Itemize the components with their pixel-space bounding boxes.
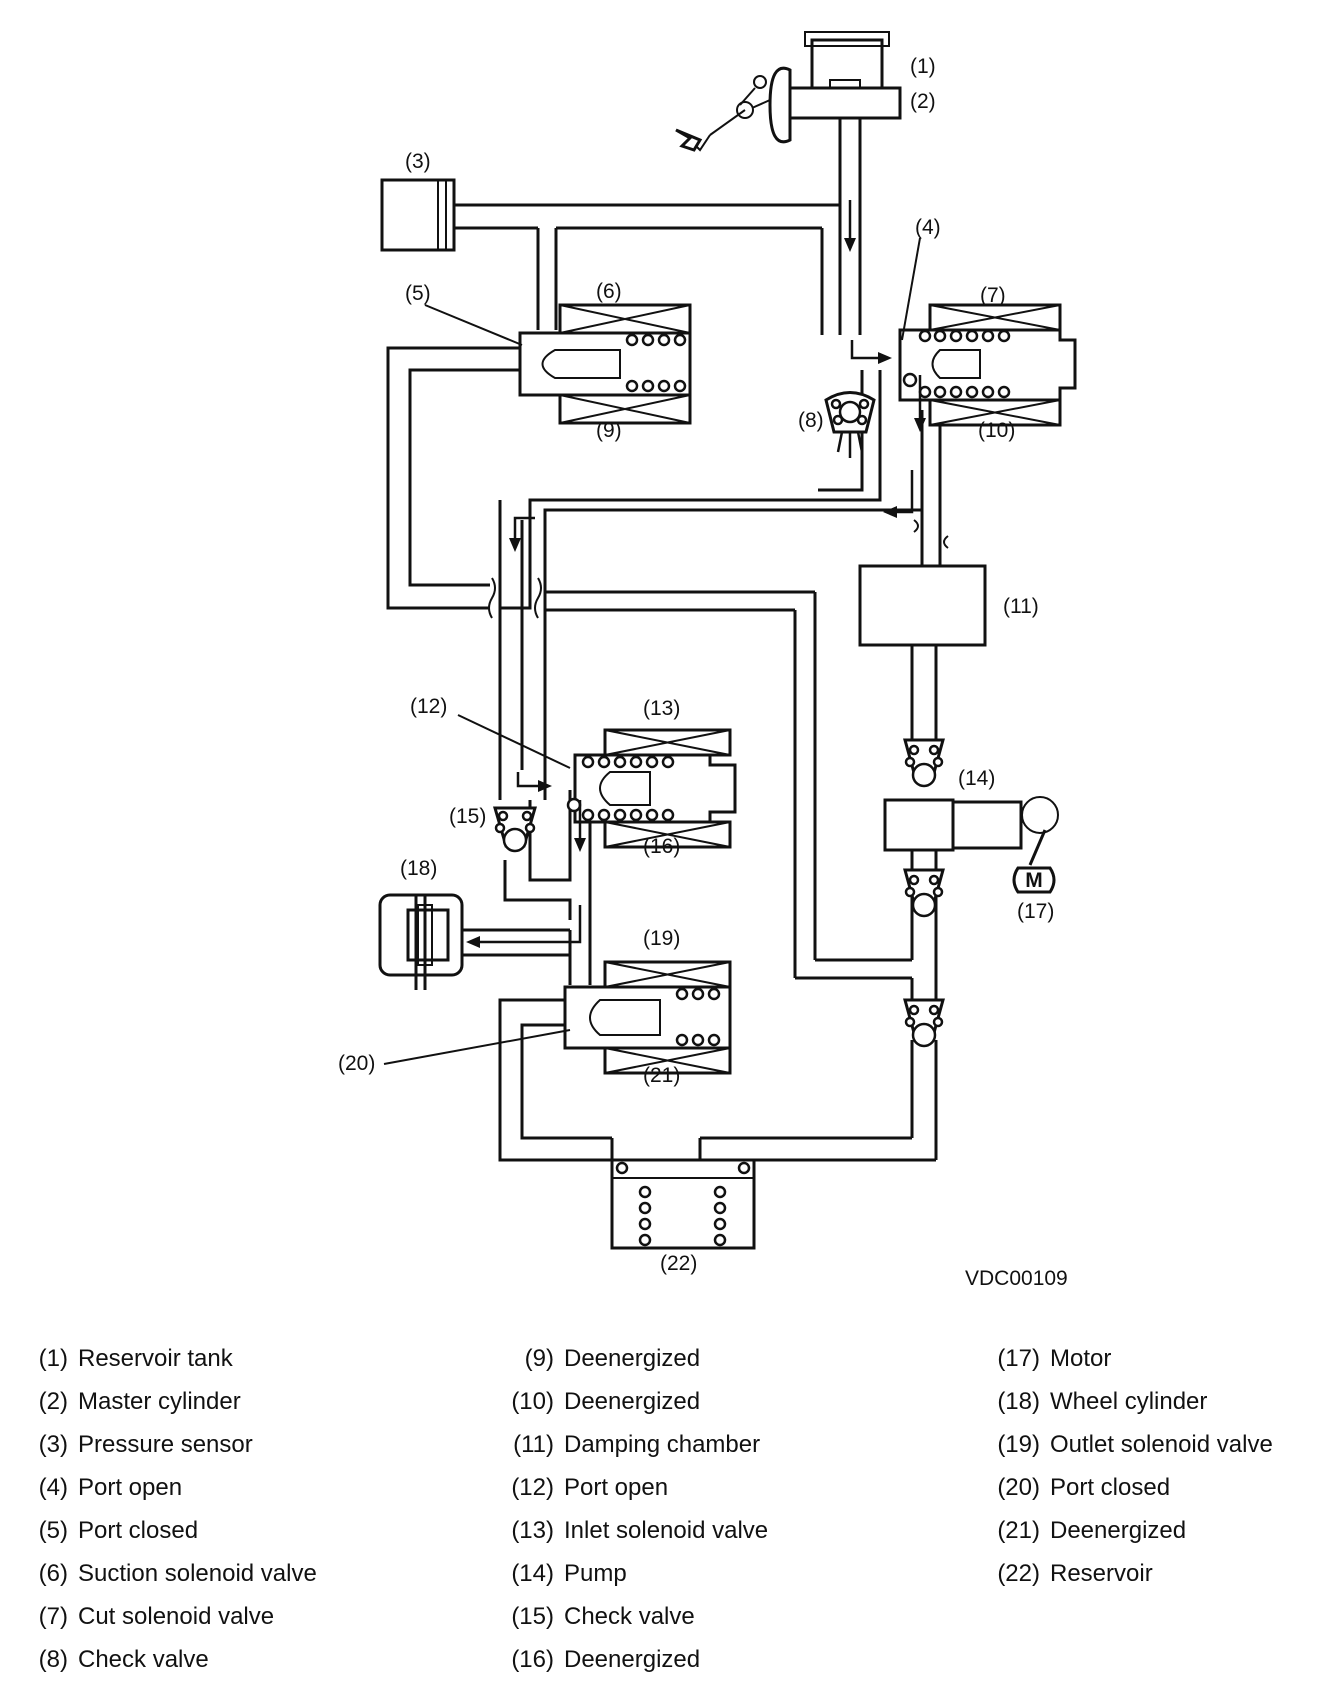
arrow-down-icon <box>509 538 521 552</box>
callout-4: (4) <box>915 216 941 239</box>
callout-11: (11) <box>1003 595 1039 618</box>
callout-20: (20) <box>338 1052 375 1075</box>
motor-letter: M <box>1025 869 1043 892</box>
check-valve-8 <box>824 391 876 458</box>
callout-10: (10) <box>978 419 1015 442</box>
arrow-right-icon <box>538 780 552 792</box>
outlet-solenoid-valve <box>563 960 732 1075</box>
arrow-right-icon <box>878 352 892 364</box>
callout-labels: (1) (2) (3) (4) (5) (6) (7) (8) (9) (10)… <box>338 55 1068 1290</box>
damping-chamber <box>858 564 987 647</box>
reservoir <box>610 1158 756 1250</box>
callout-12: (12) <box>410 695 447 718</box>
hydraulic-circuit-diagram: M <box>338 31 1077 1290</box>
callout-16: (16) <box>643 835 680 858</box>
callout-18: (18) <box>400 857 437 880</box>
callout-7: (7) <box>980 284 1006 307</box>
master-cylinder-assembly <box>675 31 902 152</box>
arrow-left-icon <box>883 506 897 518</box>
pedal-force-arrow-icon <box>675 128 703 152</box>
callout-22: (22) <box>660 1252 697 1275</box>
pump <box>883 798 955 852</box>
check-valve-15 <box>493 806 537 853</box>
inlet-solenoid-valve <box>566 728 737 849</box>
callout-2: (2) <box>910 90 936 113</box>
motor: M <box>1012 866 1056 894</box>
cut-solenoid-valve <box>898 303 1077 427</box>
master-cylinder <box>788 86 902 120</box>
leader-lines <box>383 237 921 1065</box>
callout-5: (5) <box>405 282 431 305</box>
arrow-down-icon <box>574 838 586 852</box>
callout-1: (1) <box>910 55 936 78</box>
brake-booster <box>768 66 792 144</box>
callout-13: (13) <box>643 697 680 720</box>
callout-15: (15) <box>449 805 486 828</box>
callout-14: (14) <box>958 767 995 790</box>
callout-17: (17) <box>1017 900 1054 923</box>
callout-19: (19) <box>643 927 680 950</box>
callout-6: (6) <box>596 280 622 303</box>
suction-solenoid-valve <box>518 303 692 425</box>
arrow-down-icon <box>844 238 856 252</box>
pressure-sensor <box>380 178 456 252</box>
callout-21: (21) <box>643 1064 680 1087</box>
callout-9: (9) <box>596 419 622 442</box>
legend: (1)Reservoir tank (2)Master cylinder (3)… <box>38 1345 1273 1673</box>
arrow-down-icon <box>914 418 926 432</box>
flow-arrows <box>466 200 926 948</box>
callout-3: (3) <box>405 150 431 173</box>
callout-8: (8) <box>798 409 824 432</box>
diagram-canvas: M <box>338 31 1077 1290</box>
pump-assembly <box>883 738 1059 1048</box>
wheel-cylinder <box>378 893 464 990</box>
arrow-left-icon <box>466 936 480 948</box>
figure-code: VDC00109 <box>965 1267 1068 1290</box>
